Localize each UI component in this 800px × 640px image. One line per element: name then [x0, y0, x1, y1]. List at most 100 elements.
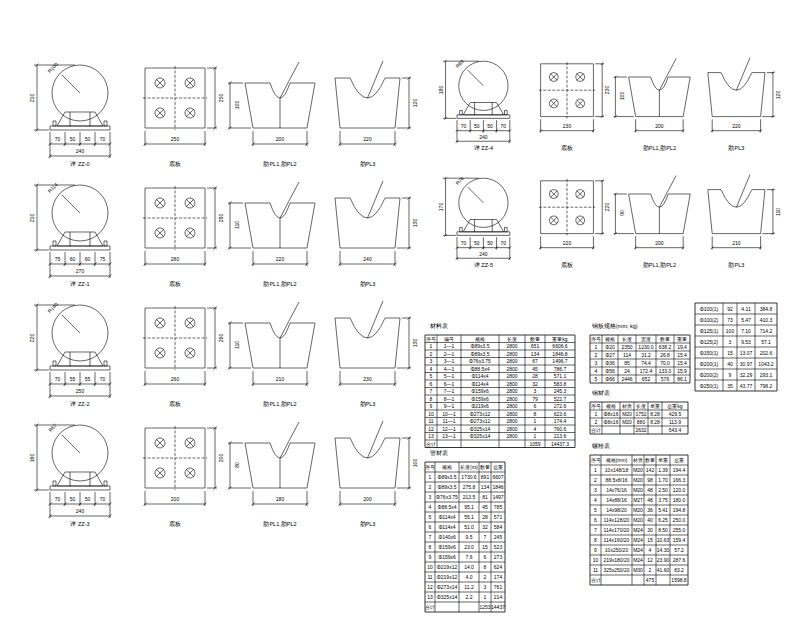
- table-cell: 5.47: [741, 317, 751, 322]
- bolt-mark: [577, 73, 584, 80]
- table-cell: 8: [484, 565, 487, 570]
- table-cell: 5—1: [444, 374, 455, 379]
- dimension-tick: [339, 503, 342, 506]
- table-cell: 1752: [635, 412, 646, 417]
- dimension-tick: [339, 383, 342, 386]
- table-cell: 9: [429, 555, 432, 560]
- table-cell: 475: [646, 578, 654, 583]
- table-cell: 172.4: [640, 369, 653, 374]
- bolt-hole: [549, 73, 558, 82]
- table-cell: 410.3: [760, 317, 773, 322]
- table-cell: Φ20: [605, 345, 615, 350]
- table-title: 钢板规格(mm; kg): [592, 324, 638, 330]
- table-rule: [545, 335, 546, 448]
- bolt-hole: [549, 216, 558, 225]
- bolt-hole: [185, 438, 195, 448]
- dimension-tick: [772, 232, 775, 235]
- table-cell: 11—1: [443, 419, 456, 424]
- bolt-mark: [156, 469, 164, 477]
- table-cell: 2800: [506, 426, 517, 431]
- extension-line: [145, 251, 146, 266]
- dimension: 120: [776, 90, 781, 98]
- bolt-mark: [186, 469, 194, 477]
- table-cell: 67: [532, 359, 538, 364]
- table-cell: Φ140x6: [438, 535, 456, 540]
- anchor-bolt: [53, 361, 56, 366]
- view-caption: 详 ZZ-0: [70, 162, 89, 168]
- table-cell: 245.3: [554, 389, 567, 394]
- rib-line: [90, 232, 91, 246]
- table-cell: 429.5: [669, 412, 682, 417]
- table-cell: Φ100(2): [700, 317, 718, 322]
- table-cell: 8.50: [658, 528, 668, 533]
- table-cell: 4.11: [741, 306, 750, 311]
- table-cell: 6: [430, 381, 433, 386]
- extension-line: [145, 491, 146, 506]
- dimension: 220: [605, 203, 610, 211]
- dimension-line: [340, 264, 395, 265]
- dimension-tick: [772, 71, 775, 74]
- extension-line: [712, 119, 713, 132]
- dimension-tick: [229, 367, 232, 370]
- table-cell: 13.07: [740, 350, 753, 355]
- table-rule: [491, 462, 492, 612]
- table-cell: 250.0: [673, 518, 686, 523]
- extension-line: [95, 492, 96, 506]
- radius-dimension: R140: [47, 302, 59, 314]
- dimension: 220: [732, 124, 740, 129]
- dimension-tick: [711, 129, 714, 132]
- dimension-tick: [634, 129, 637, 132]
- rib-line: [474, 103, 475, 115]
- table-cell: 2800: [506, 351, 517, 356]
- table-cell: Φ56: [605, 369, 615, 374]
- extension-line: [228, 368, 251, 369]
- dimension-tick: [229, 487, 232, 490]
- table-cell: M20: [633, 468, 643, 473]
- table-cell: M30: [633, 568, 643, 573]
- dimension-line: [215, 68, 216, 128]
- saddle-rib: [57, 472, 103, 486]
- table-cell: 73: [727, 317, 733, 322]
- table-cell: 32: [482, 525, 488, 530]
- table-cell: Φ200(2): [700, 372, 718, 377]
- dimension-line: [615, 77, 616, 117]
- table-cell: 219x180/20: [603, 558, 629, 563]
- dimension-tick: [109, 383, 112, 386]
- dimension-line: [37, 185, 38, 250]
- table-cell: Φ150(1): [700, 350, 718, 355]
- center-line: [143, 338, 207, 339]
- bolt-hole: [576, 216, 585, 225]
- table-cell: 7.10: [741, 328, 751, 333]
- table-cell: 880: [637, 420, 645, 425]
- extension-line: [340, 131, 341, 146]
- view-caption: 详 ZZ-2: [70, 402, 89, 408]
- extension-line: [307, 491, 308, 506]
- table-cell: 1059: [529, 441, 540, 446]
- table-cell: 5: [595, 377, 598, 382]
- radius-leader: [62, 435, 80, 453]
- table-cell: 28: [532, 374, 538, 379]
- bolt-mark: [186, 229, 194, 237]
- dimension: 250: [219, 94, 224, 102]
- radius-leader: [62, 195, 80, 213]
- dimension-tick: [49, 155, 52, 158]
- table-rule: [590, 545, 688, 546]
- dimension: 50: [487, 241, 493, 246]
- table-rule: [602, 335, 603, 383]
- extension-line: [767, 189, 775, 190]
- dimension-tick: [482, 129, 485, 132]
- table-cell: Φ114x4: [471, 374, 488, 379]
- table-cell: 规格(mm): [606, 458, 628, 463]
- dimension: 75: [100, 257, 106, 262]
- extension-line: [457, 249, 458, 260]
- table-cell: 120.0: [673, 488, 686, 493]
- rib-plate: [245, 203, 315, 248]
- table-cell: 384.8: [760, 306, 773, 311]
- rib-plate: [629, 77, 691, 117]
- dimension: 180: [439, 86, 444, 94]
- table-cell: 4: [649, 548, 652, 553]
- radius-dimension: R76: [455, 176, 465, 186]
- dimension-line: [50, 384, 110, 385]
- bolt-mark: [186, 199, 194, 207]
- dimension-tick: [306, 143, 309, 146]
